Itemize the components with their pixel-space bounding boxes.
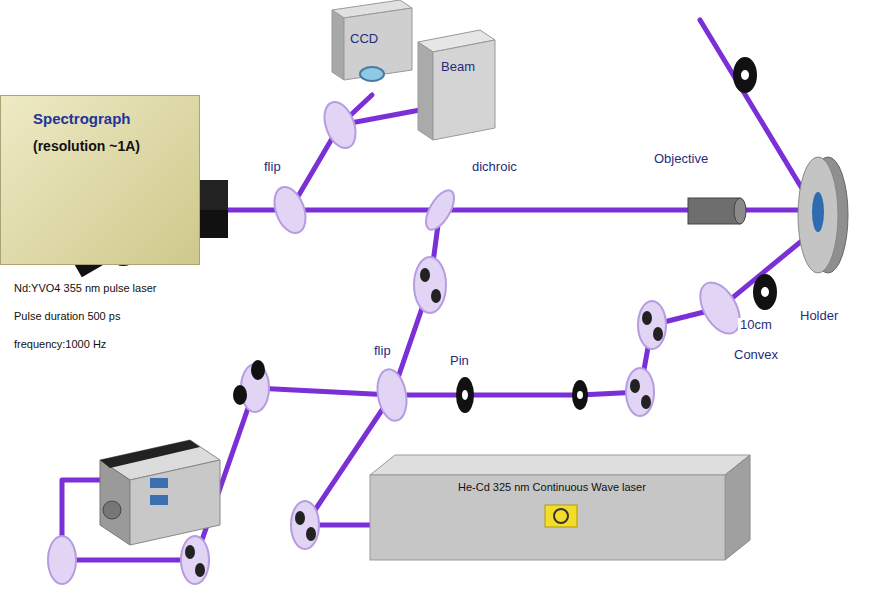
node-label: He-Cd 325 nm Continuous Wave laser <box>458 481 646 494</box>
node-label: Beam <box>441 60 475 75</box>
laser-spec: Pulse duration 500 ps <box>12 310 122 323</box>
component-label: 10cm <box>738 318 774 333</box>
component-label: Pin <box>448 354 471 369</box>
sample-holder <box>798 157 848 273</box>
node-label: Objective <box>654 152 708 167</box>
component-label: flip <box>262 160 283 175</box>
beam-block-node: Beam <box>433 52 495 132</box>
pinholes <box>233 57 777 413</box>
node-label: Spectrograph <box>33 110 131 127</box>
pulse-laser <box>100 440 220 545</box>
hecd-laser <box>370 455 750 560</box>
ccd-camera <box>332 0 412 81</box>
laser-box: He-Cd 325 nm Continuous Wave laser <box>370 475 725 560</box>
ccd-camera-node: CCD <box>340 20 400 65</box>
objective-lens <box>688 198 746 224</box>
objective-node: Objective <box>688 198 748 224</box>
laser-spec: Nd:YVO4 355 nm pulse laser <box>12 282 158 295</box>
mount-knobs <box>185 268 663 577</box>
node-label: (resolution ~1A) <box>33 138 140 154</box>
component-label: Convex <box>732 348 780 363</box>
node-label: CCD <box>350 32 378 47</box>
laser-spec: frequency:1000 Hz <box>12 338 108 351</box>
holder-node: Holder <box>798 157 848 273</box>
component-label: flip <box>372 344 393 359</box>
component-label: dichroic <box>470 160 519 175</box>
beam-block <box>418 30 495 140</box>
spectrograph-box: Spectrograph (resolution ~1A) <box>0 95 200 265</box>
node-label: Holder <box>800 309 838 324</box>
